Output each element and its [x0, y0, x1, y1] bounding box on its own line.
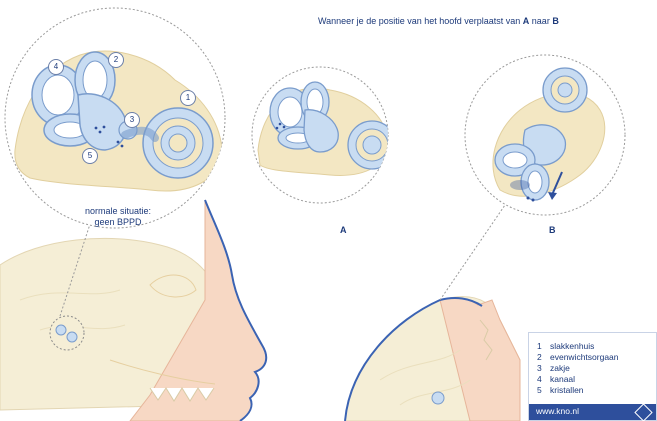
legend-item: 1slakkenhuis — [537, 341, 656, 352]
callout-4: 4 — [48, 59, 64, 75]
diagram-title: Wanneer je de positie van het hoofd verp… — [318, 16, 559, 27]
panel-label-b: B — [549, 225, 556, 236]
legend-item: 3zakje — [537, 363, 656, 374]
legend-box: 1slakkenhuis 2evenwichtsorgaan 3zakje 4k… — [528, 332, 657, 421]
zoom-circle-b — [465, 55, 625, 215]
title-text: Wanneer je de positie van het hoofd verp… — [318, 16, 523, 26]
website-link[interactable]: www.kno.nl — [536, 406, 579, 416]
callout-3: 3 — [124, 112, 140, 128]
ear-detail-circle — [50, 316, 84, 350]
callout-2: 2 — [108, 52, 124, 68]
zoom-circle-a — [252, 67, 396, 203]
title-connector: naar — [529, 16, 552, 26]
kno-logo-icon — [634, 403, 652, 421]
legend-item: 2evenwichtsorgaan — [537, 352, 656, 363]
panel-label-a: A — [340, 225, 347, 236]
head-tilted-right — [345, 205, 520, 421]
normal-caption-line2: geen BPPD — [85, 217, 151, 228]
legend-item: 5kristallen — [537, 385, 656, 396]
zoom-leader-line-right — [440, 205, 505, 300]
normal-caption-line1: normale situatie: — [85, 206, 151, 217]
title-position-b: B — [552, 16, 559, 26]
legend-item: 4kanaal — [537, 374, 656, 385]
zoom-circle-normal — [5, 8, 225, 228]
callout-1: 1 — [180, 90, 196, 106]
legend-list: 1slakkenhuis 2evenwichtsorgaan 3zakje 4k… — [529, 333, 656, 396]
callout-5: 5 — [82, 148, 98, 164]
head-profile-left — [0, 200, 266, 421]
legend-footer: www.kno.nl — [529, 404, 656, 420]
normal-caption: normale situatie: geen BPPD — [85, 206, 151, 228]
